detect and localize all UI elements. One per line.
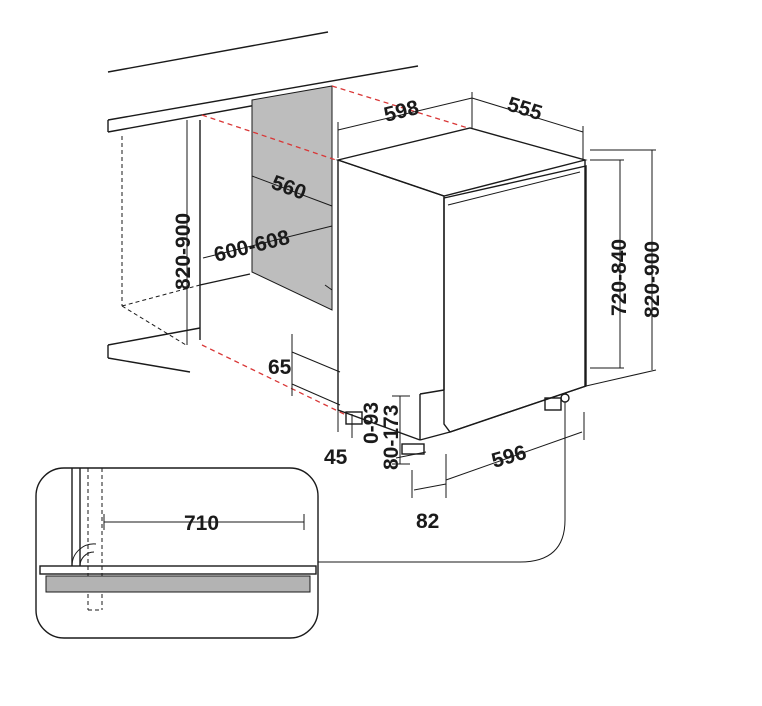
label-appliance-height-720-840: 720-840 [608,239,631,316]
kitchen-niche [107,31,419,373]
label-plinth-80-173: 80-173 [380,405,403,470]
detail-callout-leader [318,402,566,563]
adjustable-feet [345,397,562,459]
dimension-lines [186,92,657,498]
label-foot-width-596: 596 [489,441,529,473]
label-total-height-820-900: 820-900 [641,241,664,318]
label-plinth-0-93: 0-93 [360,402,383,444]
label-gap-45: 45 [324,446,348,469]
label-door-swing-710: 710 [184,512,219,535]
label-depth-555: 555 [505,93,546,125]
label-foot-82: 82 [416,510,439,533]
label-width-598: 598 [382,96,422,127]
label-toe-65: 65 [268,356,292,379]
hidden-edges [201,85,469,416]
door-swing-detail [35,467,319,639]
dishwasher-door-panel [443,165,587,433]
dishwasher-body [335,127,588,441]
niche-rear-panel [251,85,333,311]
detail-marker-icon [560,393,570,403]
label-niche-height-820-900: 820-900 [172,213,195,290]
